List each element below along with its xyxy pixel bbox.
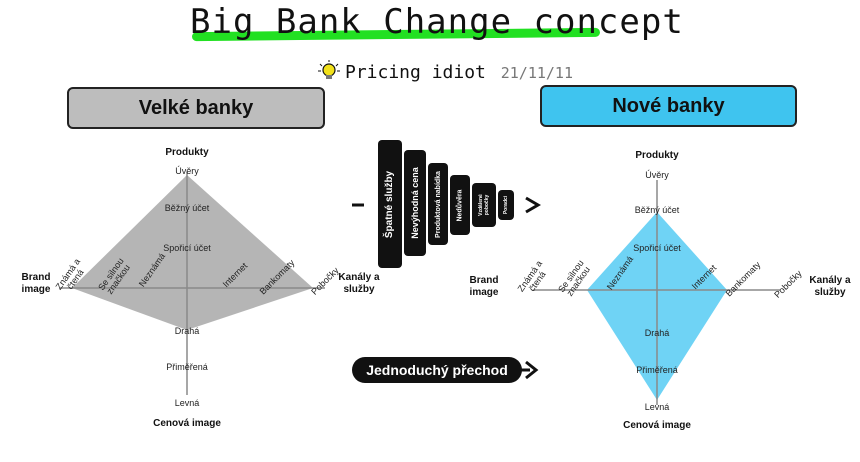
right-tick-levna: Levná [644, 402, 670, 412]
right-tick-primerena: Přiměřená [636, 365, 678, 375]
velke-banky-box: Velké banky [67, 87, 325, 129]
step-neduvera: Nedůvěra [450, 175, 470, 235]
left-tick-bezny-ucet: Běžný účet [164, 203, 210, 213]
bottom-arrow-head [525, 360, 539, 380]
left-tick-sporici-ucet: Spořicí účet [163, 243, 211, 253]
page-title: Big Bank Change concept [190, 2, 684, 42]
nove-banky-box: Nové banky [540, 85, 797, 127]
step-produktova-nabidka: Produktová nabídka [428, 163, 448, 245]
jednoduchy-prechod-pill: Jednoduchý přechod [352, 357, 522, 383]
right-tick-sporici-ucet: Spořicí účet [633, 243, 681, 253]
step-poradci: Poradci [498, 190, 514, 220]
right-tick-draha: Drahá [644, 328, 670, 338]
author-date: 21/11/11 [500, 64, 573, 82]
right-tick-uvery: Úvěry [645, 170, 669, 180]
left-axis-top-label: Produkty [165, 147, 209, 158]
right-tick-bezny-ucet: Běžný účet [634, 205, 680, 215]
author-line: Pricing idiot 21/11/11 [345, 62, 573, 83]
step-nevyhodna-cena: Nevýhodná cena [404, 150, 426, 256]
author-name: Pricing idiot [345, 62, 486, 83]
left-tick-draha: Drahá [174, 326, 200, 336]
left-tick-levna: Levná [174, 398, 200, 408]
right-axis-right-label: Kanály a služby [809, 275, 851, 298]
right-axis-bottom-label: Cenová image [623, 420, 691, 431]
lightbulb-icon [318, 60, 340, 79]
right-axis-top-label: Produkty [635, 150, 679, 161]
left-tick-uvery: Úvěry [175, 166, 199, 176]
left-axis-bottom-label: Cenová image [153, 418, 221, 429]
step-spatne-sluzby: Špatné služby [378, 140, 402, 268]
left-diamond-shape [72, 175, 313, 330]
left-axis-right-label: Kanály a služby [338, 272, 380, 295]
left-axis-left-label: Brand image [21, 272, 51, 295]
step-vzdalene-pobocky: Vzdálené pobočky [472, 183, 496, 227]
top-arrow-head [525, 196, 541, 214]
left-tick-primerena: Přiměřená [166, 362, 208, 372]
right-axis-left-label: Brand image [469, 275, 499, 298]
